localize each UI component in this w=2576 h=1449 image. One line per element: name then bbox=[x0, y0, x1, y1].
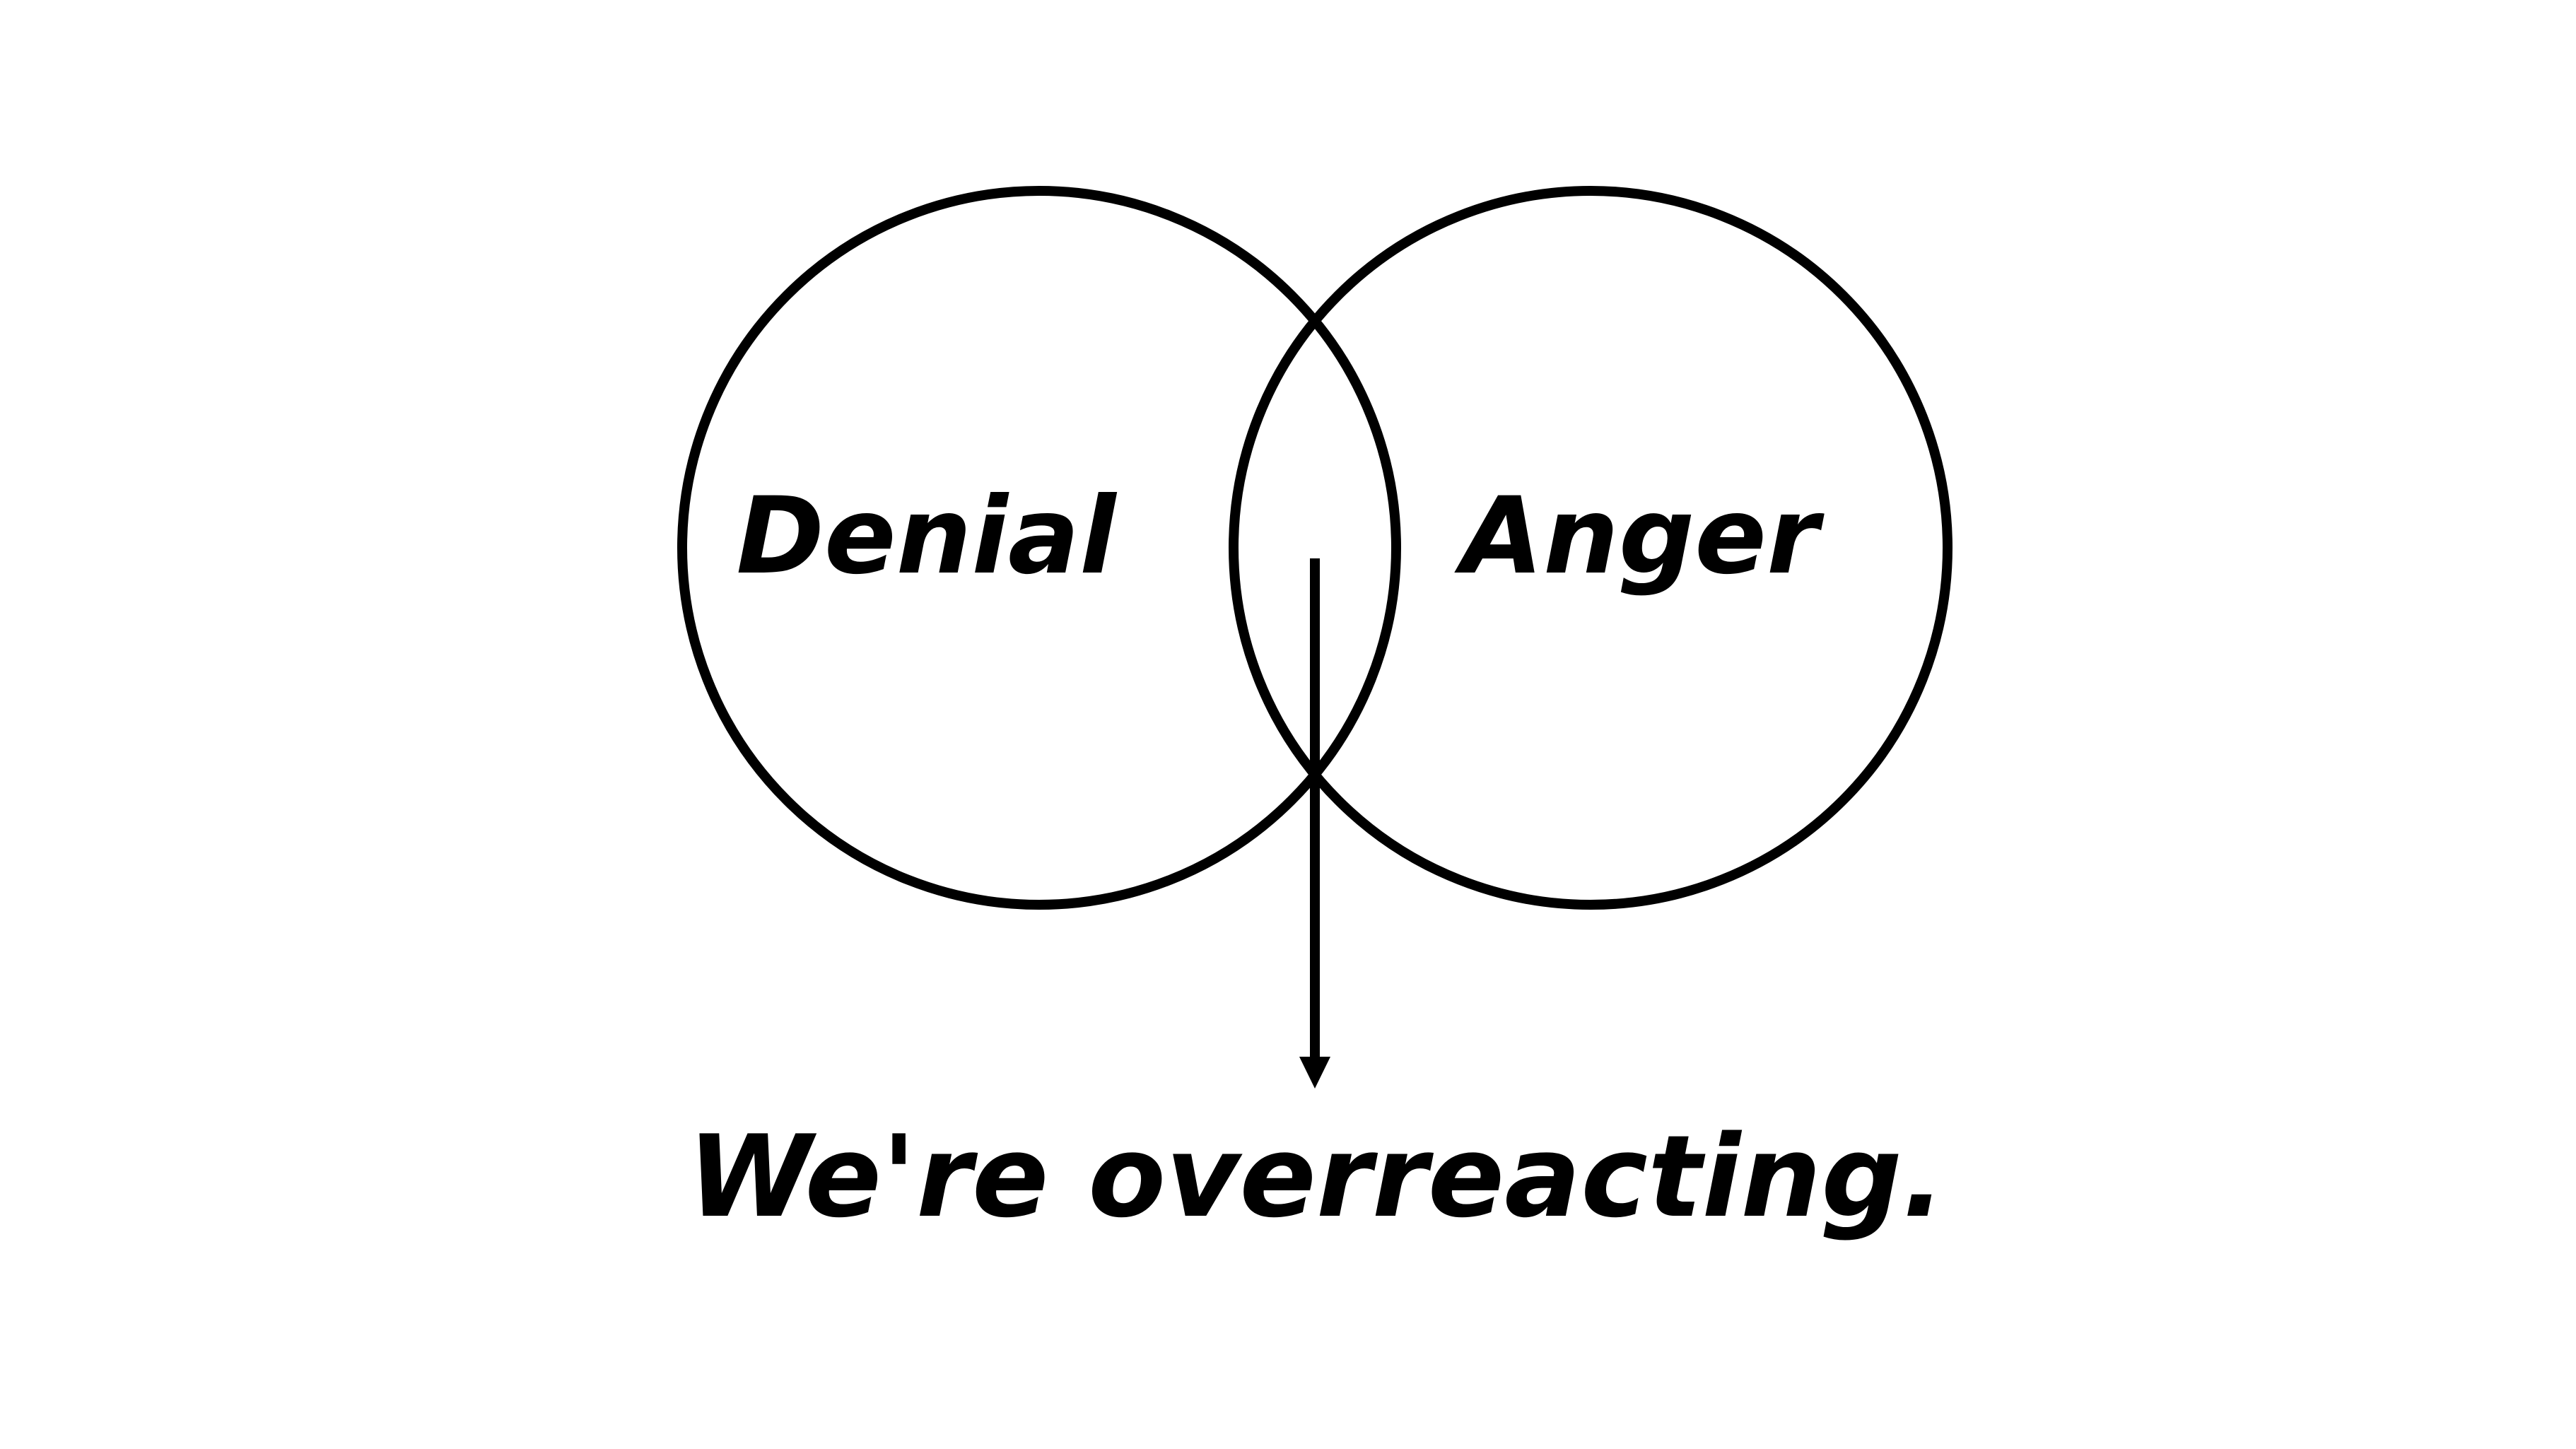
right-set-label: Anger bbox=[1454, 475, 1825, 598]
left-set-label: Denial bbox=[736, 475, 1118, 598]
intersection-arrow-head bbox=[1299, 1057, 1330, 1089]
intersection-caption: We're overreacting. bbox=[687, 1110, 1945, 1243]
right-set-circle bbox=[1229, 186, 1953, 910]
left-set-circle bbox=[677, 186, 1401, 910]
